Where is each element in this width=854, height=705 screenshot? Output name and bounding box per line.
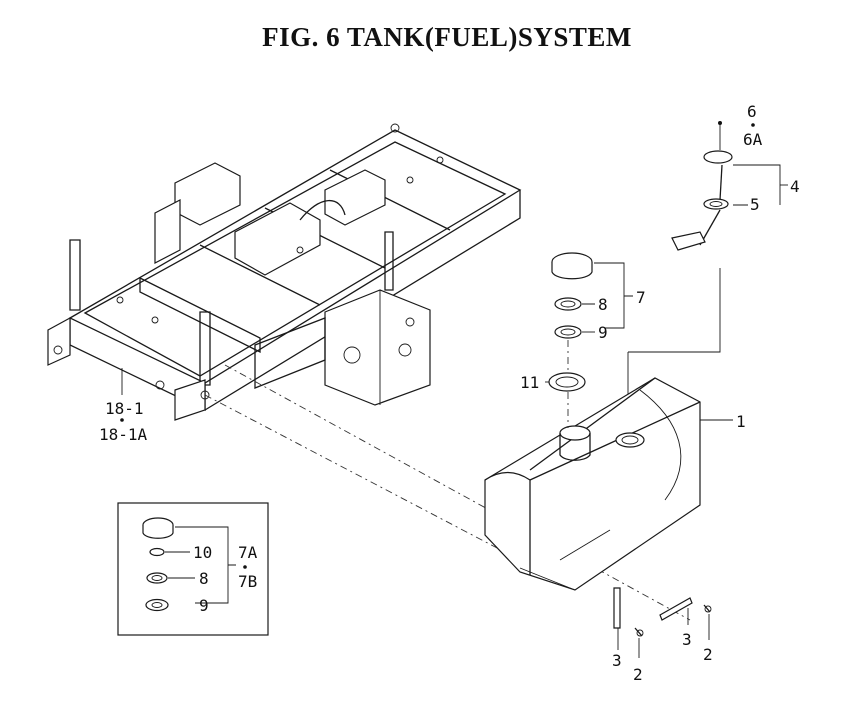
callout-7: 7: [636, 288, 646, 307]
fuel-tank: [484, 377, 701, 591]
callout-6a: 6A: [743, 130, 763, 149]
tank-straps: [613, 587, 712, 637]
alignment-line: [224, 364, 691, 621]
inset-dot-7: [243, 565, 247, 569]
inset-callout-8: 8: [199, 569, 209, 588]
callout-8: 8: [598, 295, 608, 314]
callout-1: 1: [736, 412, 746, 431]
inset-alternate-cap: [117, 502, 269, 636]
callout-9: 9: [598, 323, 608, 342]
inset-callout-7b: 7B: [238, 572, 257, 591]
callout-5: 5: [750, 195, 760, 214]
leader-4: [733, 164, 781, 206]
inset-callout-10: 10: [193, 543, 212, 562]
leader-7: [582, 262, 633, 329]
callout-2a: 2: [633, 665, 643, 684]
callout-2b: 2: [703, 645, 713, 664]
dot-6: [751, 123, 755, 127]
callout-6: 6: [747, 102, 757, 121]
figure-title: FIG. 6 TANK(FUEL)SYSTEM: [262, 22, 632, 52]
sender-line: [628, 268, 721, 353]
dot-18-1: [120, 418, 124, 422]
callout-11: 11: [520, 373, 539, 392]
callout-3a: 3: [612, 651, 622, 670]
alignment-line: [204, 394, 521, 561]
fuel-sender-unit: [671, 121, 733, 251]
callout-18-1: 18-1: [105, 399, 144, 418]
filler-cap-group: [548, 252, 593, 428]
callout-3b: 3: [682, 630, 692, 649]
inset-callout-9: 9: [199, 596, 209, 615]
callout-18-1a: 18-1A: [99, 425, 148, 444]
callout-4: 4: [790, 177, 800, 196]
chassis-frame: [47, 123, 522, 421]
inset-callout-7a: 7A: [238, 543, 258, 562]
